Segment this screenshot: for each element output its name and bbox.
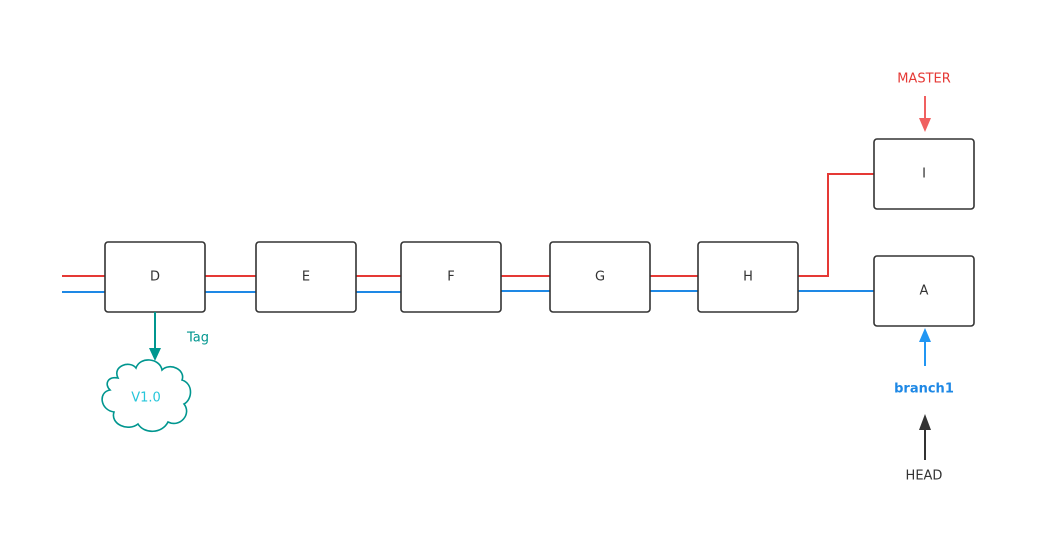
commit-label-i: I — [922, 167, 926, 182]
branch-label: branch1 — [894, 382, 954, 397]
commit-node-d[interactable]: D — [104, 241, 206, 313]
commit-label-h: H — [743, 270, 753, 285]
master-label: MASTER — [897, 72, 951, 87]
head-label: HEAD — [906, 469, 943, 484]
commit-node-g[interactable]: G — [549, 241, 651, 313]
tag-cloud-icon[interactable]: V1.0 — [101, 359, 192, 433]
commit-node-a[interactable]: A — [873, 255, 975, 327]
branch-line — [62, 290, 874, 293]
branch-arrow-icon — [919, 328, 931, 366]
commit-label-d: D — [150, 270, 160, 285]
commit-label-f: F — [447, 270, 454, 285]
tag-arrow-icon — [149, 312, 161, 361]
commit-node-h[interactable]: H — [697, 241, 799, 313]
master-arrow-icon — [919, 96, 931, 132]
head-arrow-icon — [919, 414, 931, 460]
commit-node-i[interactable]: I — [873, 138, 975, 210]
commit-label-g: G — [595, 270, 605, 285]
commit-label-a: A — [920, 284, 929, 299]
commit-node-f[interactable]: F — [400, 241, 502, 313]
tag-name-label: V1.0 — [131, 391, 161, 406]
master-line — [62, 173, 874, 277]
commit-label-e: E — [302, 270, 310, 285]
tag-label: Tag — [186, 331, 209, 346]
commit-node-e[interactable]: E — [255, 241, 357, 313]
